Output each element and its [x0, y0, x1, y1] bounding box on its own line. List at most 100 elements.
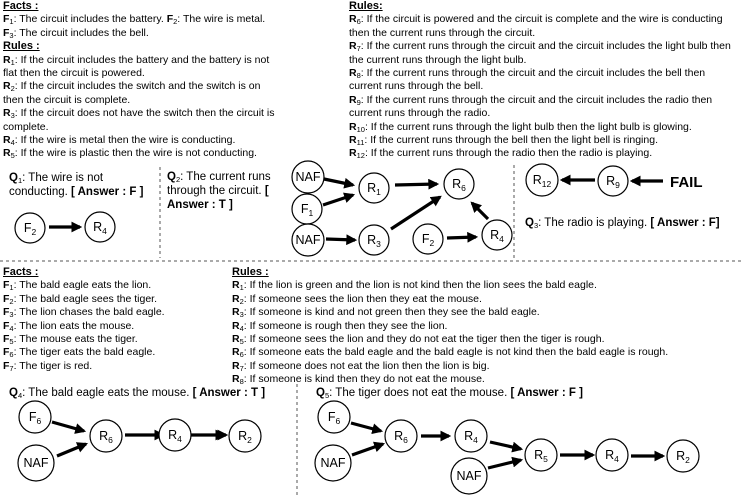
rule-line: R8: If the current runs through the circ…	[349, 67, 706, 93]
edge	[351, 441, 386, 457]
edge	[51, 420, 87, 434]
edge	[390, 195, 442, 231]
node-r4: R4	[84, 211, 116, 243]
edge	[394, 178, 440, 190]
edge	[56, 442, 89, 458]
rule-line: R4: If the wire is metal then the wire i…	[3, 134, 236, 148]
svg-text:F1: F1	[301, 202, 314, 218]
node-r4: R4	[595, 438, 629, 472]
node-r6: R6	[384, 419, 418, 453]
question-q4: Q4: The bald eagle eats the mouse. [ Ans…	[9, 387, 266, 400]
rule-line: R3: If the circuit does not have the swi…	[3, 107, 275, 133]
svg-text:NAF: NAF	[457, 469, 482, 483]
rule-line: R1: If the circuit includes the battery …	[3, 53, 270, 80]
question-q3: Q3: The radio is playing. [ Answer : F]	[525, 217, 720, 230]
svg-text:F6: F6	[29, 410, 42, 426]
edge	[489, 440, 524, 453]
node-r9: R9	[597, 165, 629, 197]
rule-line: R2: If someone sees the lion then they e…	[232, 292, 482, 306]
svg-text:R4: R4	[464, 429, 478, 445]
node-naf: NAF	[314, 444, 352, 482]
svg-text:NAF: NAF	[296, 170, 321, 184]
node-f2-label: F2	[24, 221, 37, 237]
svg-text:R4: R4	[490, 228, 504, 244]
node-r2: R2	[666, 439, 700, 473]
rule-line: R5: If someone sees the lion and they do…	[232, 333, 605, 347]
question-q5: Q5: The tiger does not eat the mouse. [ …	[316, 387, 583, 400]
edge	[470, 201, 490, 221]
top-facts-heading: Facts :	[3, 0, 39, 12]
node-r2: R2	[228, 419, 262, 453]
svg-text:R4: R4	[605, 448, 619, 464]
rule-line: R7: If the current runs through the circ…	[349, 40, 731, 66]
fact-line: F3: The lion chases the bald eagle.	[3, 306, 165, 320]
rule-line: R3: If someone is kind and not green the…	[232, 306, 540, 320]
bottom-facts-heading: Facts :	[3, 266, 39, 278]
rule-line: R4: If someone is rough then they see th…	[232, 319, 448, 333]
node-r1: R1	[358, 172, 390, 204]
rule-line: R1: If the lion is green and the lion is…	[232, 279, 597, 293]
node-r4: R4	[454, 419, 488, 453]
top-rules-right-heading: Rules:	[349, 0, 383, 12]
rule-line: R6: If the circuit is powered and the ci…	[349, 13, 723, 39]
bottom-rules: Rules : R1: If the lion is green and the…	[232, 266, 737, 387]
graph-q2: NAF F1 NAF R1 R6 R3 F2 R4	[291, 160, 513, 257]
edge	[487, 456, 524, 470]
rule-line: R9: If the current runs through the circ…	[349, 93, 713, 120]
node-r5: R5	[524, 438, 558, 472]
rule-line: R2: If the circuit includes the switch a…	[3, 80, 261, 106]
fact-line: F4: The lion eats the mouse.	[3, 319, 135, 333]
graph-q1: F2 R4	[14, 211, 116, 244]
fact-line: F3: The circuit includes the bell.	[3, 26, 149, 40]
node-f2: F2	[14, 212, 46, 244]
svg-text:F6: F6	[328, 410, 341, 426]
fact-line: F6: The tiger eats the bald eagle.	[3, 346, 156, 360]
node-f6: F6	[317, 400, 351, 434]
rule-line: R11: If the current runs through the bel…	[349, 134, 658, 148]
graph-q5: F6 NAF R6 R4 NAF R5 R4 R2	[314, 400, 700, 495]
node-f2: F2	[412, 223, 444, 255]
svg-text:F2: F2	[422, 232, 435, 248]
top-facts: Facts : F1: The circuit includes the bat…	[3, 0, 283, 161]
svg-text:R5: R5	[534, 448, 548, 464]
svg-text:NAF: NAF	[321, 456, 346, 470]
rule-line: R8: If someone is kind then they do not …	[232, 373, 485, 387]
node-r6: R6	[89, 419, 123, 453]
svg-text:NAF: NAF	[296, 233, 321, 247]
bottom-facts: Facts : F1: The bald eagle eats the lion…	[3, 266, 223, 373]
rule-line: R5: If the wire is plastic then the wire…	[3, 147, 257, 161]
node-naf: NAF	[291, 223, 325, 257]
fact-line: F7: The tiger is red.	[3, 359, 93, 373]
node-r12: R12	[525, 163, 559, 197]
svg-text:R1: R1	[367, 181, 381, 197]
rule-line: R12: If the current runs through the rad…	[349, 147, 653, 161]
svg-text:R6: R6	[394, 429, 408, 445]
graph-q3: R12 R9 FAIL	[525, 163, 703, 197]
fact-line: F1: The circuit includes the battery. F2…	[3, 13, 266, 27]
edge	[322, 192, 356, 207]
svg-text:R2: R2	[238, 429, 252, 445]
node-naf: NAF	[17, 444, 55, 482]
edge	[446, 231, 479, 243]
top-rules-right: Rules: R6: If the circuit is powered and…	[349, 0, 737, 161]
rule-line: R10: If the current runs through the lig…	[349, 120, 692, 134]
node-r3: R3	[358, 224, 390, 256]
svg-text:R2: R2	[676, 449, 690, 465]
fact-line: F5: The mouse eats the tiger.	[3, 333, 138, 347]
node-r4: R4	[481, 219, 513, 251]
fail-label: FAIL	[670, 174, 703, 191]
fact-line: F1: The bald eagle eats the lion.	[3, 279, 152, 293]
rule-line: R7: If someone does not eat the lion the…	[232, 359, 490, 373]
node-r4: R4	[158, 418, 192, 452]
svg-text:R12: R12	[533, 173, 552, 189]
node-r6: R6	[443, 168, 475, 200]
node-r4-label: R4	[93, 220, 107, 236]
graph-q4: F6 NAF R6 R4 R2	[17, 400, 262, 482]
fact-line: F2: The bald eagle sees the tiger.	[3, 292, 157, 306]
bottom-rules-heading: Rules :	[232, 266, 269, 278]
node-naf: NAF	[450, 457, 488, 495]
svg-text:R9: R9	[606, 174, 620, 190]
node-f6: F6	[18, 400, 52, 434]
svg-text:R6: R6	[452, 177, 466, 193]
